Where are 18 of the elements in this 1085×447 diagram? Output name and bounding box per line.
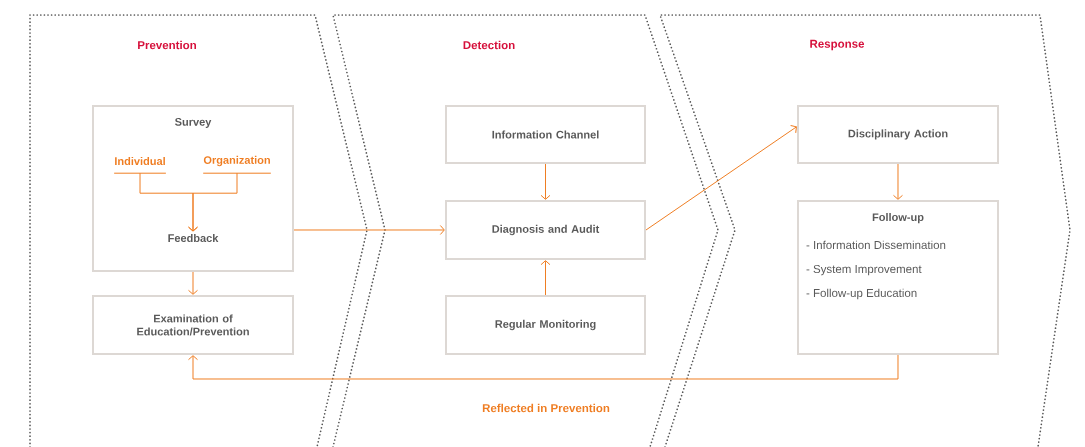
process-box: Information Channel xyxy=(445,105,646,164)
process-box: Examination of Education/Prevention xyxy=(92,295,294,355)
arrow xyxy=(540,260,551,296)
process-box: Diagnosis and Audit xyxy=(445,200,646,260)
edge-label: Reflected in Prevention xyxy=(480,401,612,415)
arrow xyxy=(645,124,797,231)
node-label: Feedback xyxy=(168,233,219,243)
arrow xyxy=(293,225,445,235)
arrow xyxy=(188,354,899,380)
underlined-label: Individual xyxy=(113,156,167,174)
underlined-label: Organization xyxy=(202,155,272,174)
process-box: Disciplinary Action xyxy=(797,105,999,164)
process-box: Regular Monitoring xyxy=(445,295,646,355)
arrow xyxy=(188,172,238,232)
arrow xyxy=(540,163,551,200)
arrow xyxy=(188,271,198,295)
process-box: Follow-up - Information Dissemination - System Improvement - Follow-up Education xyxy=(797,200,999,355)
arrow xyxy=(893,163,903,200)
